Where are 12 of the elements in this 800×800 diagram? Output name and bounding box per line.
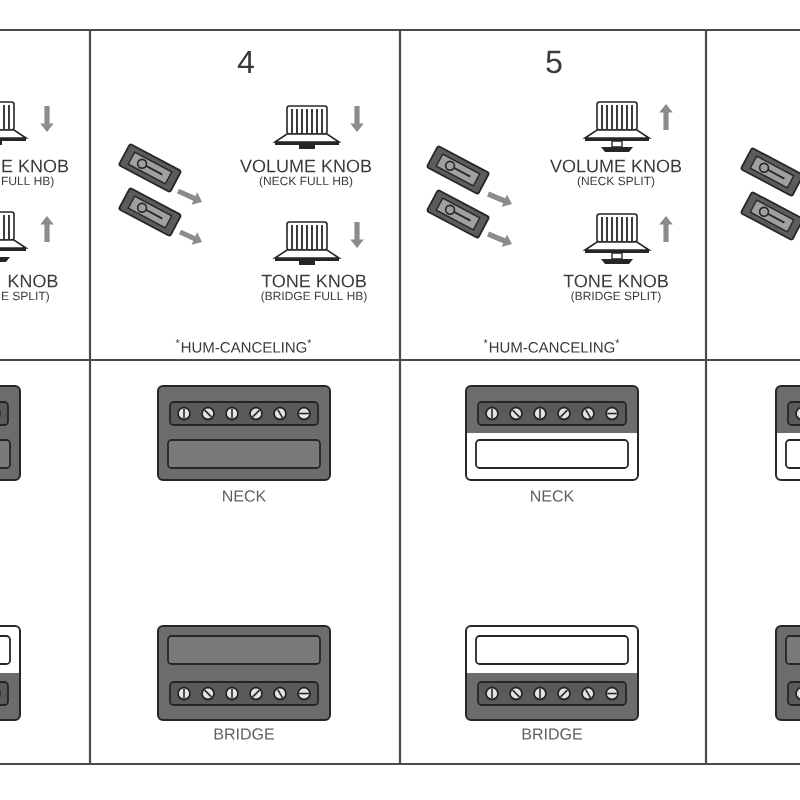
knob-label: KNOB [8, 274, 58, 288]
pickup-label: NECK [531, 490, 575, 502]
pickup-label: NECK [223, 490, 267, 502]
column-number: 4 [237, 51, 254, 73]
column-number: 5 [546, 50, 562, 74]
pickup-label: BRIDGE [522, 728, 582, 740]
knob-label: TONE KNOB [563, 274, 668, 288]
knob-label: TONE KNOB [261, 274, 366, 288]
pickup-label: BRIDGE [214, 728, 274, 740]
knob-label: E KNOB [2, 159, 69, 173]
knob-label: VOLUME KNOB [550, 159, 682, 173]
knob-label: VOLUME KNOB [240, 159, 372, 173]
